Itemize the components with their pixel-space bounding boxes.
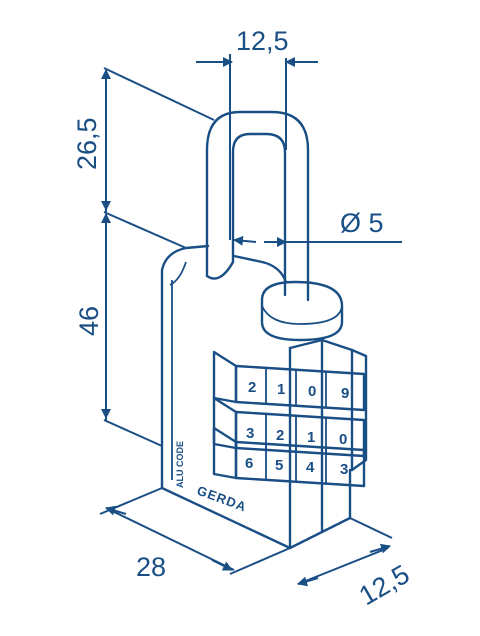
- dial-3-digit-3: 4: [306, 459, 315, 476]
- dim-body-height-ext-top: [103, 211, 187, 249]
- shackle-boss: [260, 280, 344, 342]
- material-label: ALU CODE: [175, 441, 185, 488]
- shackle-left-foot: [205, 260, 235, 280]
- dim-body-width: 28: [99, 487, 291, 582]
- dial-1-digit-4: 9: [341, 385, 349, 402]
- dial-2-digit-2: 2: [276, 427, 284, 444]
- dial-3-digit-1: 6: [245, 455, 253, 472]
- dim-body-width-label: 28: [136, 552, 166, 582]
- brand-label: GERDA: [195, 483, 249, 515]
- dim-shackle-height-label: 26,5: [72, 117, 102, 170]
- dial-3-face: [234, 440, 366, 488]
- body-top-right: [232, 254, 288, 284]
- dim-body-depth-label: 12,5: [354, 559, 415, 611]
- dim-shackle-height-ext-top: [103, 67, 215, 121]
- housing-outer: [350, 348, 368, 472]
- dim-body-depth-arrow-right: [369, 543, 391, 554]
- dim-body-width-arrow-right: [211, 559, 233, 571]
- dial-3-end: [212, 426, 238, 480]
- dial-1-end: [212, 350, 238, 404]
- dim-body-depth-ext: [349, 517, 393, 539]
- dim-diameter-label: Ø 5: [340, 208, 384, 238]
- dial-1-digit-3: 0: [308, 383, 316, 400]
- dim-body-depth: 12,5: [297, 517, 415, 611]
- dim-diameter-arrow-left: [233, 235, 257, 246]
- dial-1-digit-2: 1: [277, 381, 285, 398]
- shackle-inner: [231, 132, 287, 297]
- dial-2-digit-1: 3: [246, 425, 254, 442]
- dial-row-1: 2 1 0 9: [212, 350, 366, 412]
- padlock-body: [160, 244, 368, 550]
- dim-body-height-ext-bottom: [103, 419, 163, 447]
- dim-body-height-label: 46: [74, 306, 104, 336]
- dim-body-depth-line: [297, 547, 389, 585]
- dim-shackle-width-label: 12,5: [236, 26, 289, 56]
- body-bottom-front: [160, 486, 292, 550]
- body-left-edge: [160, 244, 210, 490]
- dim-shackle-width: 12,5: [196, 26, 318, 240]
- dim-body-height: 46: [74, 211, 187, 447]
- dial-row-3: 6 5 4 3: [212, 426, 366, 488]
- shackle-boss-rim: [261, 305, 343, 325]
- shackle: [205, 110, 310, 302]
- dial-3-digit-4: 3: [340, 461, 348, 478]
- shackle-outer: [205, 110, 310, 302]
- dial-2-digit-4: 0: [339, 431, 347, 448]
- dim-body-width-ext-right: [229, 547, 291, 575]
- dim-diameter: Ø 5: [233, 208, 402, 247]
- dim-shackle-height: 26,5: [72, 67, 215, 212]
- dial-3-digit-2: 5: [275, 457, 283, 474]
- dial-1-digit-1: 2: [248, 379, 256, 396]
- dial-2-digit-3: 1: [307, 429, 315, 446]
- dial-1-face: [234, 364, 366, 412]
